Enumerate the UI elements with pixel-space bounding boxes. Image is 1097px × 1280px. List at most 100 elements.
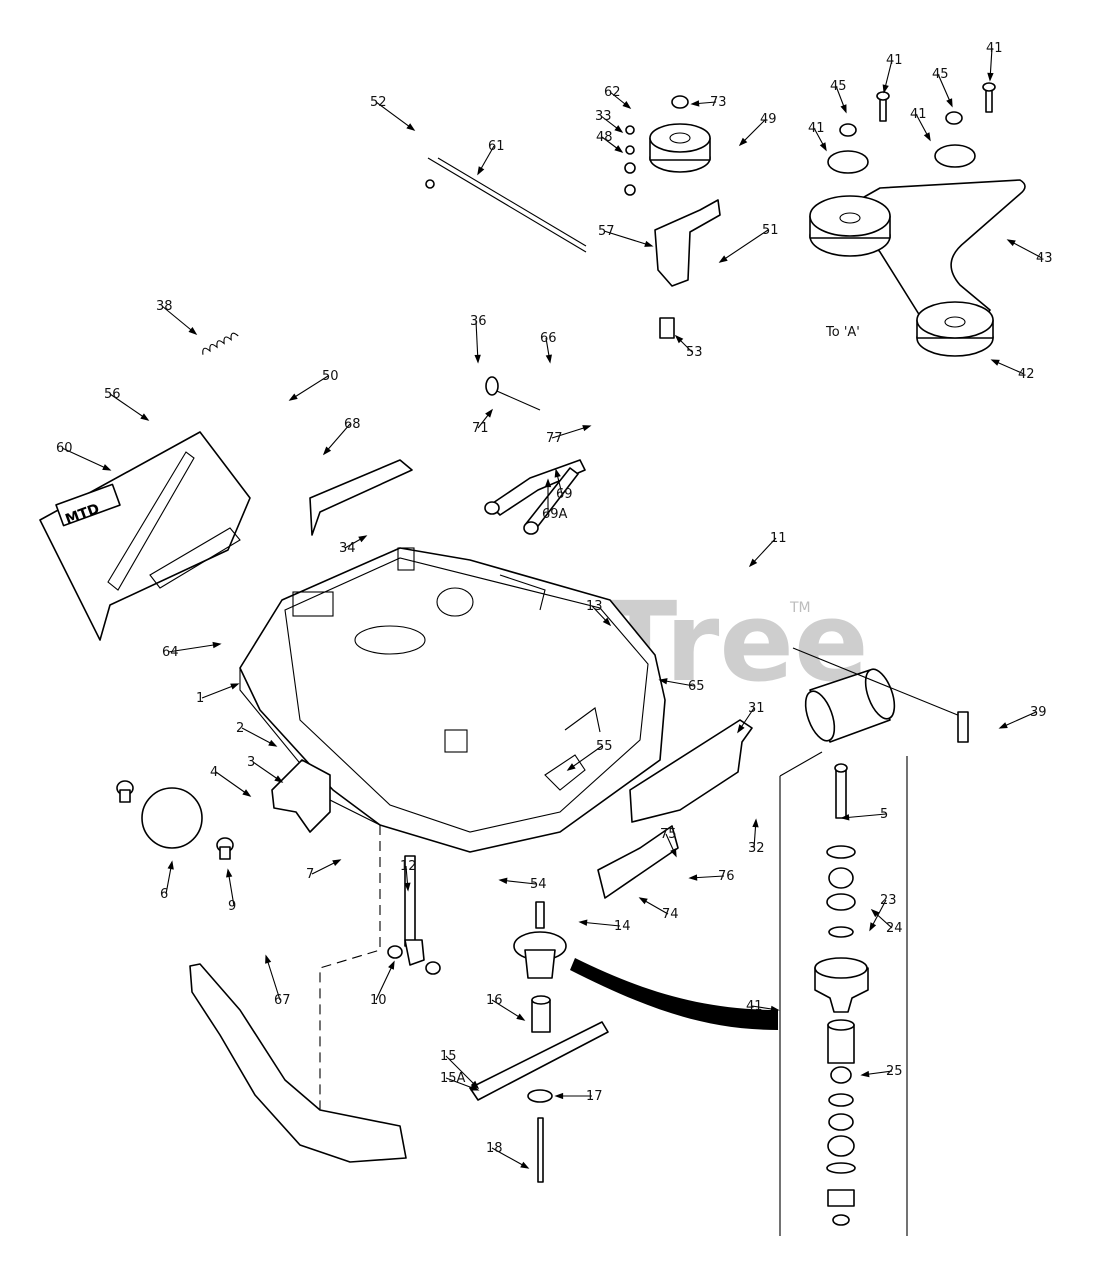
callout-c55: 55 [596, 739, 613, 754]
callout-c5: 5 [880, 807, 888, 822]
arrowhead-c54 [498, 877, 508, 884]
arrowhead-c1 [230, 683, 240, 690]
callout-c51: 51 [762, 223, 779, 238]
front-bar [189, 963, 407, 1163]
callout-c42: 42 [1018, 367, 1035, 382]
side-skirt [629, 719, 753, 823]
arrowhead-c2 [268, 739, 278, 747]
callout-c66: 66 [540, 331, 557, 346]
arrowhead-c69a [544, 478, 552, 488]
callout-c41c: 41 [910, 107, 927, 122]
callout-c39: 39 [1030, 705, 1047, 720]
arrowhead-c16 [516, 1013, 526, 1021]
arrowhead-c41d [987, 72, 994, 82]
gauge-wheel [116, 780, 234, 860]
spindle-detail-box [779, 751, 908, 1236]
arrowhead-c11 [748, 558, 758, 568]
callout-c65: 65 [688, 679, 705, 694]
callout-c71: 71 [472, 421, 489, 436]
callout-c45b: 45 [932, 67, 949, 82]
arrowhead-c67 [265, 954, 272, 964]
callout-c41a: 41 [808, 121, 825, 136]
wheel-bracket [271, 759, 331, 833]
callout-c77: 77 [546, 431, 563, 446]
callout-c12: 12 [400, 859, 417, 874]
arrowhead-c38 [188, 327, 198, 336]
arrowhead-c64 [212, 641, 222, 649]
arrowhead-c76 [688, 874, 698, 881]
arrowhead-c39 [998, 722, 1008, 729]
arrowhead-c14 [578, 919, 588, 926]
guard-part [309, 459, 413, 536]
arrowhead-c33 [614, 125, 624, 133]
arrowhead-c56 [140, 413, 150, 421]
arrowhead-c17 [554, 1092, 564, 1100]
callout-c31: 31 [748, 701, 765, 716]
callout-c56: 56 [104, 387, 121, 402]
discharge-chute: MTD [39, 431, 251, 641]
callout-c50: 50 [322, 369, 339, 384]
leader-c15 [445, 1055, 479, 1089]
callout-c3: 3 [247, 755, 255, 770]
callout-c4: 4 [210, 765, 218, 780]
arrowhead-c10 [388, 960, 395, 970]
leader-c50 [289, 375, 329, 401]
callout-c69: 69 [556, 487, 573, 502]
idler-pulley [624, 95, 721, 339]
callout-c57: 57 [598, 224, 615, 239]
callout-c25: 25 [886, 1064, 903, 1079]
arrowhead-c52 [406, 123, 416, 131]
arrowhead-c36 [474, 354, 481, 364]
leader-c57 [603, 230, 653, 247]
leader-c5 [841, 813, 887, 819]
callout-c38: 38 [156, 299, 173, 314]
spindle-housing [513, 901, 778, 1033]
arrowhead-c15 [470, 1080, 480, 1090]
arrowhead-c57 [644, 240, 654, 247]
arrowhead-c13 [602, 617, 612, 627]
arrowhead-c45a [840, 104, 847, 114]
arrowhead-c32 [752, 818, 759, 828]
leader-c67 [265, 955, 281, 1001]
leader-lines [61, 47, 1043, 1169]
arrowhead-c45b [946, 98, 953, 108]
callout-c6: 6 [160, 887, 168, 902]
arrowhead-c24 [870, 908, 880, 918]
arrowhead-c6 [167, 860, 174, 870]
spring-part [202, 332, 239, 355]
callout-c9: 9 [228, 899, 236, 914]
callout-c17: 17 [586, 1089, 603, 1104]
mower-blade [469, 1021, 609, 1183]
height-adjuster [387, 855, 441, 975]
callout-c41e: 41 [746, 999, 763, 1014]
callout-c14: 14 [614, 919, 631, 934]
callout-c52: 52 [370, 95, 387, 110]
callout-c64: 64 [162, 645, 179, 660]
callout-c34: 34 [339, 541, 356, 556]
arrowhead-c18 [520, 1161, 530, 1169]
arrowhead-c9 [226, 868, 233, 878]
arrowhead-c69 [554, 468, 561, 478]
lift-handle [484, 376, 586, 535]
callout-c73: 73 [710, 95, 727, 110]
arrowhead-c41e [770, 1005, 780, 1013]
arrowhead-c3 [274, 775, 284, 783]
arrowhead-c73 [690, 100, 700, 107]
arrowhead-c62 [622, 101, 632, 110]
watermark-trademark: TM [789, 600, 811, 616]
callout-c7: 7 [306, 867, 314, 882]
arrowhead-c7 [332, 859, 342, 867]
rod-part [425, 157, 587, 253]
arrowhead-c25 [860, 1070, 870, 1078]
arrowhead-c23 [869, 922, 877, 932]
callout-c11: 11 [770, 531, 787, 546]
callout-c15: 15 [440, 1049, 457, 1064]
callout-c49: 49 [760, 112, 777, 127]
callout-c23: 23 [880, 893, 897, 908]
callout-c60: 60 [56, 441, 73, 456]
callout-c74: 74 [662, 907, 679, 922]
reference-note: To 'A' [825, 325, 860, 340]
mower-deck [239, 547, 666, 853]
leader-c52 [375, 101, 415, 131]
arrowhead-c12 [404, 882, 411, 892]
